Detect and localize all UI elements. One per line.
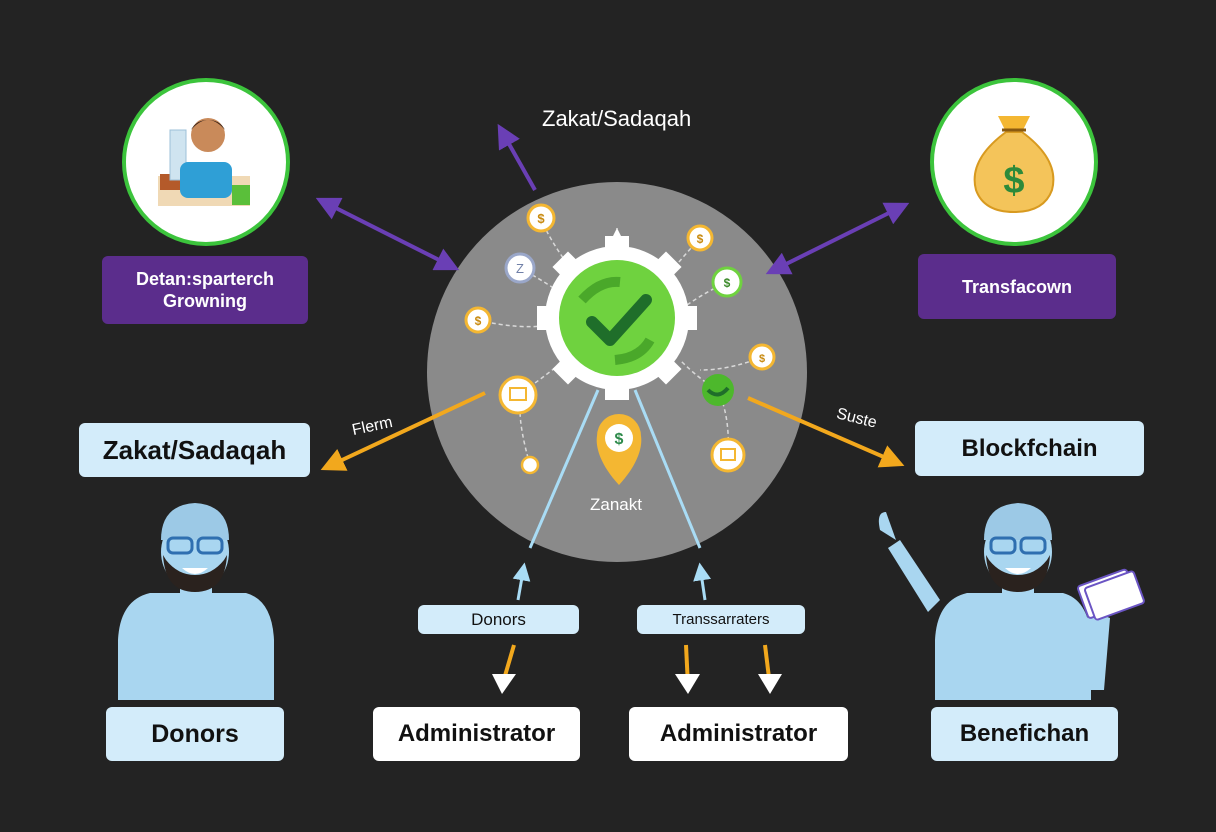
coin-icon: $ [686, 224, 714, 252]
white-arrowheads [492, 674, 782, 694]
coin-icon [702, 374, 734, 406]
svg-text:$: $ [697, 232, 704, 246]
market-vendor-icon [122, 78, 290, 246]
center-label: Zanakt [590, 495, 642, 514]
coin-icon: $ [748, 343, 776, 371]
svg-text:$: $ [475, 314, 482, 328]
coin-icon: $ [464, 306, 492, 334]
donors-box: Donors [106, 707, 284, 761]
coin-icon: $ [526, 203, 556, 233]
administrator-box-2: Administrator [629, 707, 848, 761]
svg-text:$: $ [615, 431, 624, 448]
transsarraters-box: Transsarraters [637, 605, 805, 634]
coin-icon: $ [711, 266, 743, 298]
zakat-sadaqah-box: Zakat/Sadaqah [79, 423, 310, 477]
coin-icon: Z [504, 252, 536, 284]
svg-text:$: $ [537, 211, 545, 226]
top-title: Zakat/Sadaqah [542, 106, 692, 131]
administrator-box-1: Administrator [373, 707, 580, 761]
beneficiary-box: Benefichan [931, 707, 1118, 761]
svg-text:Z: Z [516, 261, 524, 276]
gear-check-icon [537, 228, 697, 400]
svg-text:$: $ [1003, 160, 1024, 202]
purple-arrows [315, 123, 910, 275]
person-icon-right [878, 503, 1145, 700]
coin-icon [520, 455, 540, 475]
blockchain-box: Blockfchain [915, 421, 1144, 476]
location-pin-icon: $ [596, 414, 642, 485]
coin-icon [498, 375, 538, 415]
money-bag-icon: $ [930, 78, 1098, 246]
blue-arrows [512, 389, 711, 601]
svg-text:$: $ [724, 276, 731, 290]
donors-mid-box: Donors [418, 605, 579, 634]
coin-icons: $ Z $ $ $ $ [464, 203, 776, 475]
coin-icon [710, 437, 746, 473]
purple-box-right: Transfacown [918, 254, 1116, 319]
svg-text:$: $ [759, 353, 765, 365]
purple-box-left: Detan:sparterch Growning [102, 256, 308, 324]
person-icon-left [118, 503, 274, 700]
